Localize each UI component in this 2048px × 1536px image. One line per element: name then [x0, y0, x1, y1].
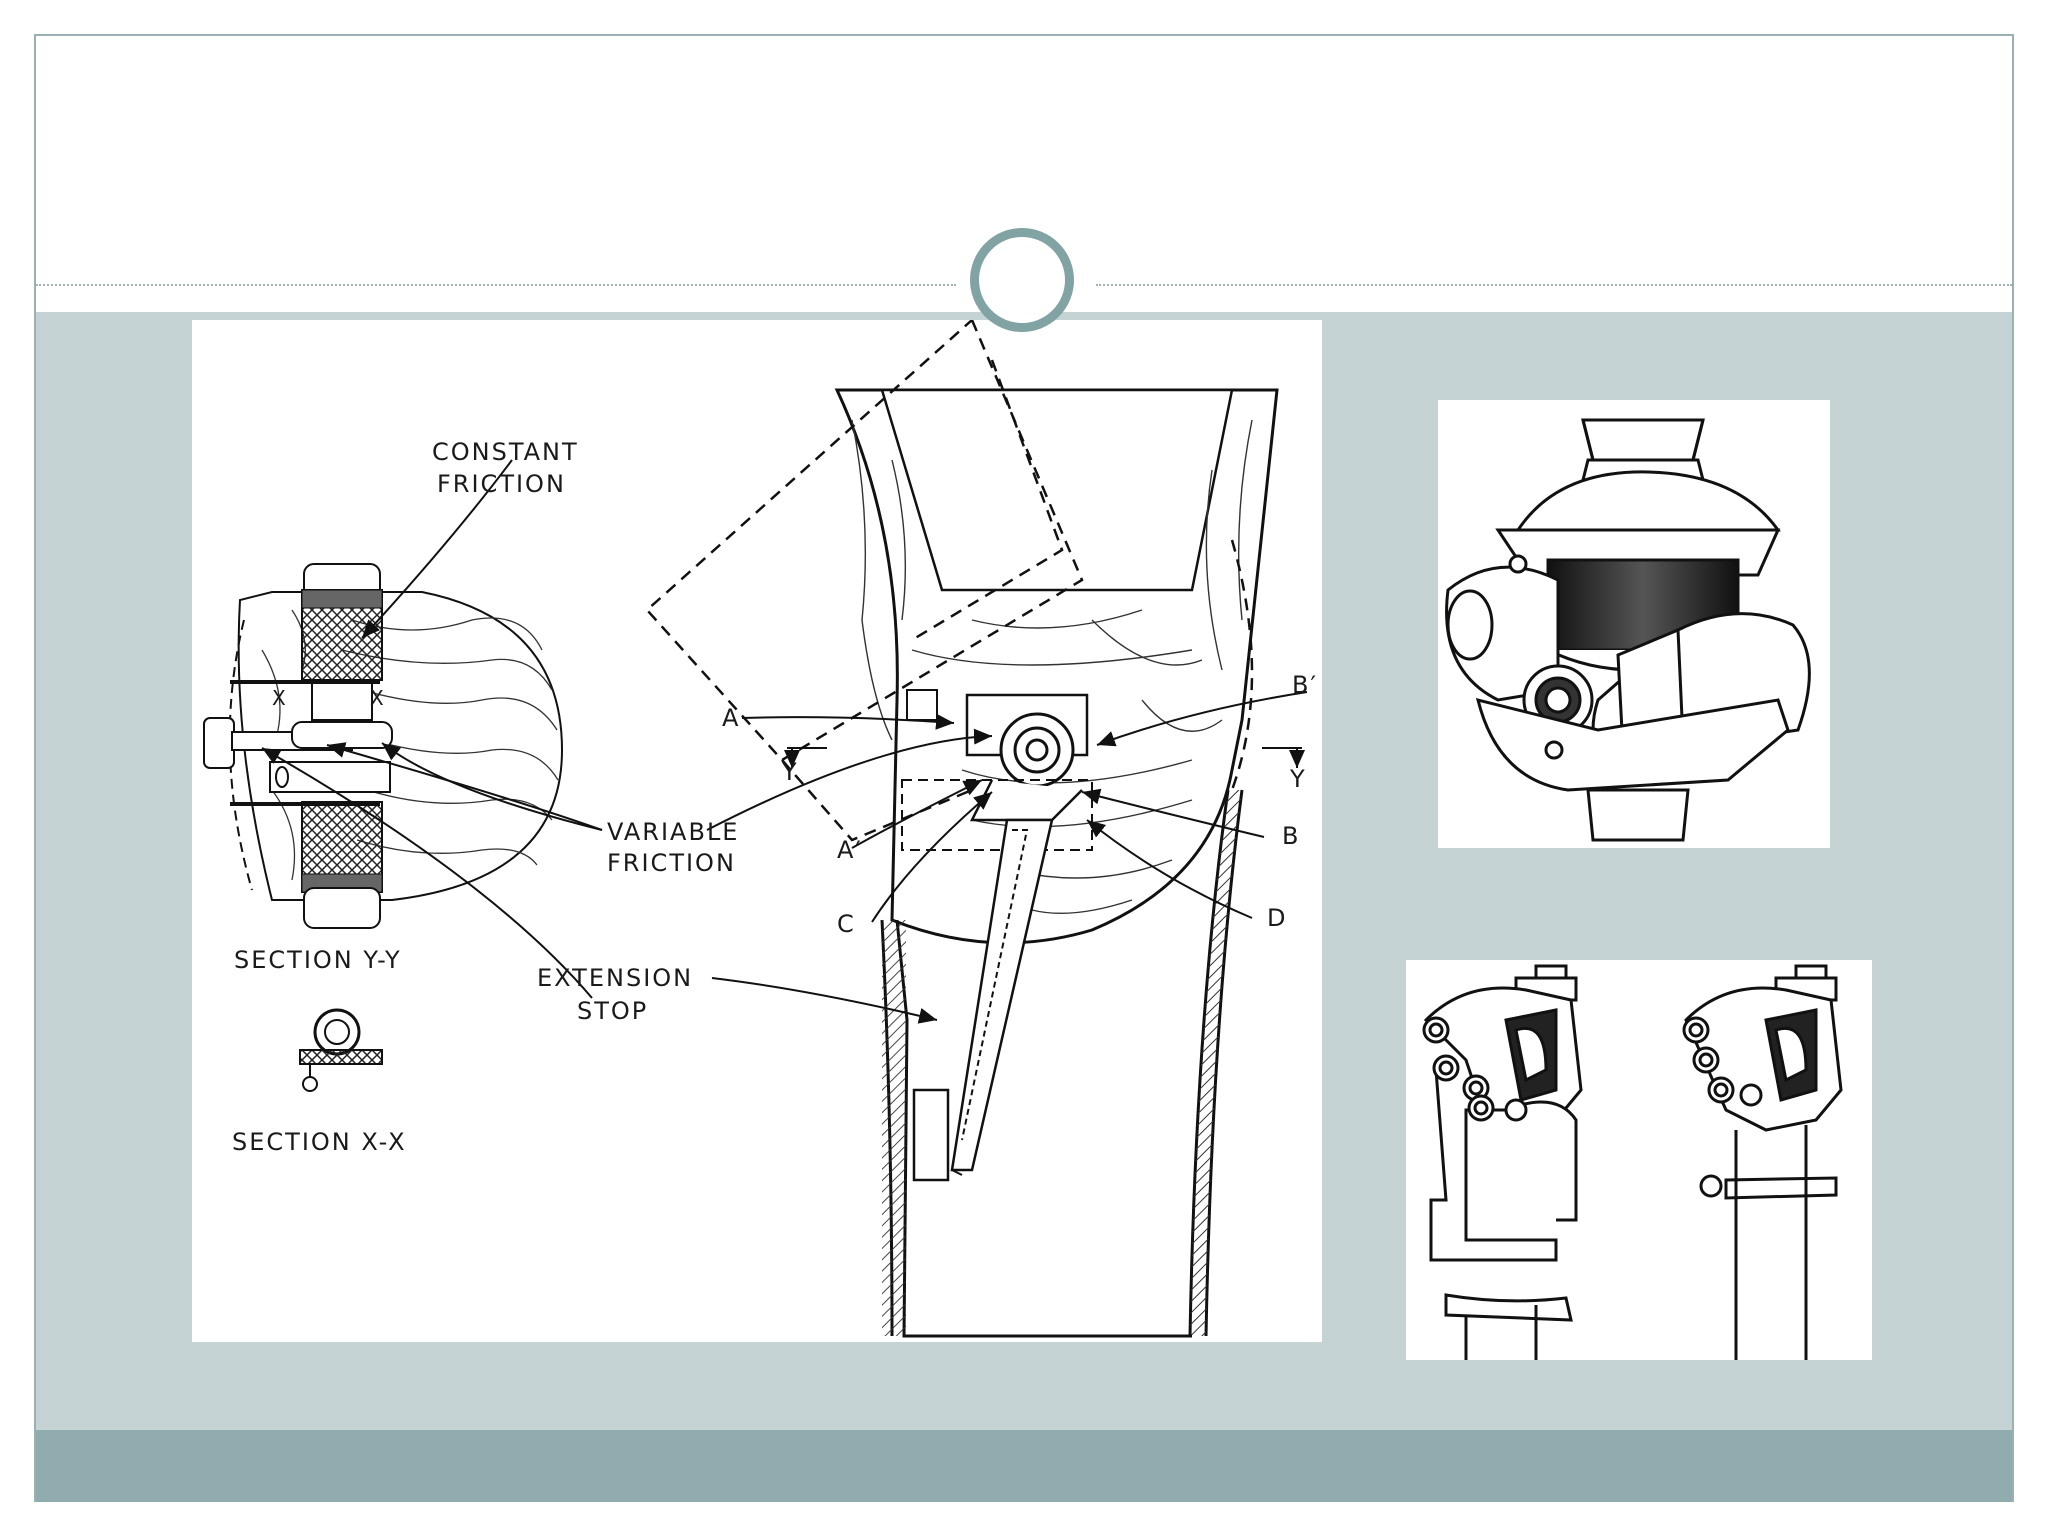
knee-mechanism-drawing: X X	[192, 317, 1322, 1342]
label-extension-stop-line1: EXTENSION	[537, 964, 693, 992]
header-divider-left	[36, 284, 956, 286]
decorative-ring	[970, 228, 1074, 332]
x-marker-right: X	[370, 686, 384, 710]
label-variable-friction-line1: VARIABLE	[607, 818, 739, 846]
x-marker-left: X	[272, 686, 286, 710]
knee-drawing-svg: X X	[203, 317, 1318, 1338]
knee-frame-left	[1422, 964, 1583, 1360]
label-section-xx: SECTION X-X	[232, 1128, 407, 1156]
label-d: D	[1267, 904, 1287, 932]
knee-frame-right	[1682, 964, 1843, 1360]
section-yy-detail: X X	[203, 563, 564, 929]
label-section-yy: SECTION Y-Y	[234, 946, 402, 974]
label-b: B	[1282, 822, 1300, 850]
header-divider-right	[1096, 284, 2012, 286]
knee-frames-svg	[1422, 964, 1843, 1360]
knee-assembly	[645, 317, 1305, 1338]
label-constant-friction-line1: CONSTANT	[432, 438, 579, 466]
label-extension-stop-line2: STOP	[577, 997, 648, 1025]
section-xx-detail	[299, 1008, 383, 1092]
label-constant-friction-line2: FRICTION	[437, 470, 566, 498]
label-y-left: Y	[781, 758, 799, 786]
label-a: A	[722, 704, 740, 732]
label-variable-friction-line2: FRICTION	[607, 849, 736, 877]
label-a-prime: A′	[837, 836, 863, 864]
leader-lines	[261, 459, 1308, 1024]
label-c: C	[837, 910, 856, 938]
label-b-prime: B′	[1292, 671, 1318, 699]
knee-frames-image	[1406, 960, 1872, 1360]
footer-band	[36, 1430, 2012, 1502]
knee-unit-svg	[1445, 418, 1811, 842]
knee-unit-image	[1438, 400, 1830, 848]
label-y-right: Y	[1289, 765, 1307, 793]
